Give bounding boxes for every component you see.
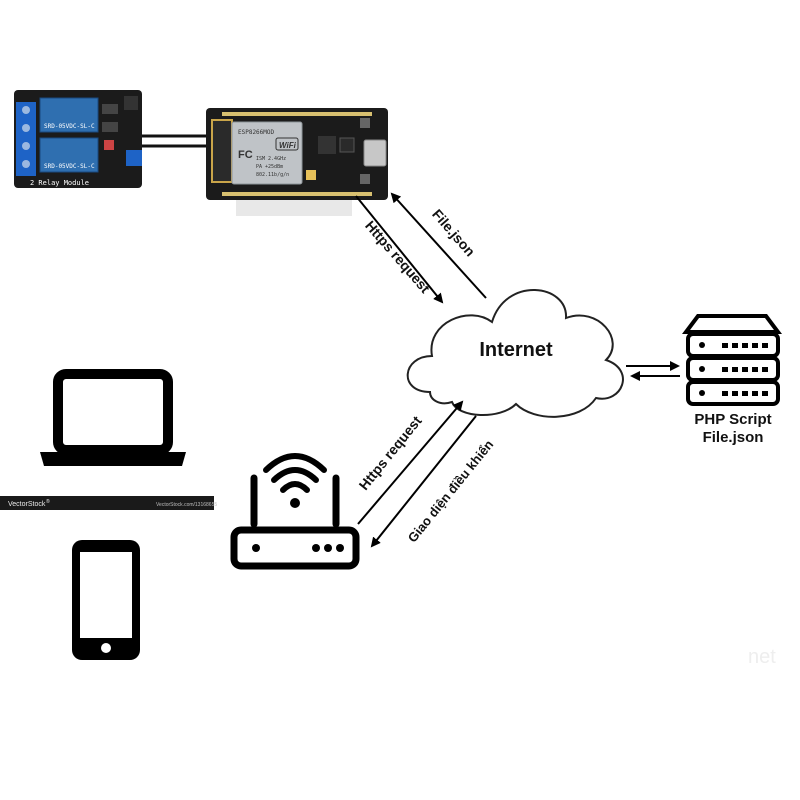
- esp8266-board: ESP8266MOD WiFi FC ISM 2.4GHz PA +25dBm …: [206, 108, 388, 216]
- label-router-https-request: Https request: [356, 412, 425, 492]
- watermark-right: VectorStock.com/13168655: [156, 502, 217, 508]
- relay-module-label: 2 Relay Module: [30, 179, 89, 187]
- arrow-router-to-internet: [357, 400, 464, 525]
- internet-cloud: Internet: [406, 289, 624, 418]
- server-label-2: File.json: [703, 429, 764, 446]
- wifi-signal-icon: [263, 453, 327, 508]
- relay-2-text: SRD-05VDC-SL-C: [44, 163, 95, 170]
- esp-fc-mark: FC: [238, 149, 253, 161]
- laptop-icon: [40, 369, 186, 466]
- link-esp-internet: Https request File.json: [355, 192, 487, 304]
- relay-module: SRD-05VDC-SL-C SRD-05VDC-SL-C 2 Relay Mo…: [14, 90, 142, 188]
- link-router-internet: Https request Giao diện điều khiển: [356, 400, 496, 548]
- esp-module-text-5: PA +25dBm: [256, 164, 283, 170]
- watermark-brand: VectorStock: [8, 501, 46, 508]
- esp-wifi-logo: WiFi: [279, 141, 297, 150]
- router-icon: [230, 474, 360, 570]
- arrow-internet-to-esp: [390, 192, 487, 299]
- label-esp-file-json: File.json: [429, 206, 478, 259]
- relay-wires: [142, 134, 212, 148]
- cloud-label: Internet: [479, 339, 553, 361]
- esp-module-text-1: ESP8266MOD: [238, 129, 275, 136]
- watermark-reg: ®: [46, 498, 50, 505]
- phone-icon: [72, 540, 140, 660]
- arrow-esp-to-internet: [355, 195, 444, 304]
- arrow-internet-to-router: [370, 415, 477, 548]
- watermark-band: VectorStock ® VectorStock.com/13168655: [0, 496, 217, 510]
- server-icon: PHP Script File.json: [682, 314, 782, 446]
- faint-watermark: net: [748, 646, 776, 668]
- server-label-1: PHP Script: [694, 411, 771, 428]
- relay-1-text: SRD-05VDC-SL-C: [44, 123, 95, 130]
- esp-module-text-6: 802.11b/g/n: [256, 172, 289, 178]
- link-internet-server: [626, 361, 680, 381]
- esp-module-text-4: ISM 2.4GHz: [256, 156, 286, 162]
